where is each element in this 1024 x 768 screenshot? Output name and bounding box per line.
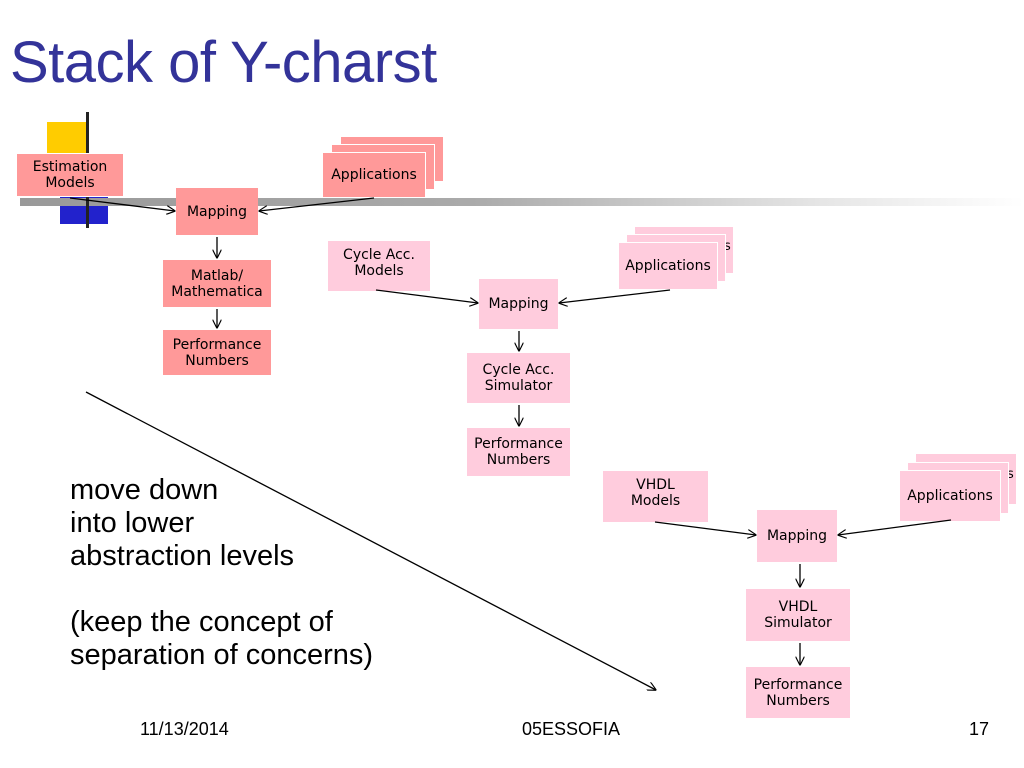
cycle-acc-models-box: Cycle Acc. Models — [328, 241, 430, 291]
stack-peek-text: s — [1007, 467, 1014, 482]
performance-numbers-box-level3: Performance Numbers — [746, 667, 850, 718]
footer-date: 11/13/2014 — [140, 719, 229, 739]
applications-stack-level2: s Applications — [618, 226, 734, 292]
performance-numbers-box-level1: Performance Numbers — [163, 330, 271, 375]
vhdl-models-box: VHDL Models — [603, 471, 708, 522]
arrow-vhdl-models-to-mapping — [654, 521, 756, 535]
body-text-separation-of-concerns: (keep the concept of separation of conce… — [70, 606, 374, 671]
cycle-acc-simulator-box: Cycle Acc. Simulator — [467, 353, 570, 403]
applications-box-level1: Applications — [322, 152, 426, 198]
estimation-models-box: Estimation Models — [16, 153, 124, 197]
applications-box-level3: Applications — [899, 470, 1001, 522]
matlab-mathematica-box: Matlab/ Mathematica — [163, 260, 271, 307]
arrow-cycle-models-to-mapping — [375, 289, 478, 303]
mapping-box-level1: Mapping — [176, 188, 258, 235]
footer-page-number: 17 — [969, 719, 990, 739]
page-title: Stack of Y-charst — [10, 30, 437, 95]
mapping-box-level3: Mapping — [757, 510, 837, 562]
applications-stack-level1: s Applications — [322, 136, 444, 200]
mapping-box-level2: Mapping — [479, 279, 558, 329]
body-text-move-down: move down into lower abstraction levels — [70, 474, 295, 572]
decoration-horizontal-line — [20, 198, 1024, 206]
performance-numbers-box-level2: Performance Numbers — [467, 428, 570, 476]
applications-stack-level3: s Applications — [899, 453, 1017, 523]
arrow-abstraction-descent — [85, 391, 656, 690]
arrow-applications3-to-mapping — [838, 519, 952, 535]
vhdl-simulator-box: VHDL Simulator — [746, 589, 850, 641]
applications-box-level2: Applications — [618, 242, 718, 290]
arrow-estimation-to-mapping — [69, 197, 175, 211]
arrow-applications-to-mapping — [259, 197, 375, 211]
footer-center-text: 05ESSOFIA — [522, 719, 621, 739]
arrow-applications2-to-mapping — [559, 289, 671, 303]
stack-peek-text: s — [724, 239, 731, 254]
